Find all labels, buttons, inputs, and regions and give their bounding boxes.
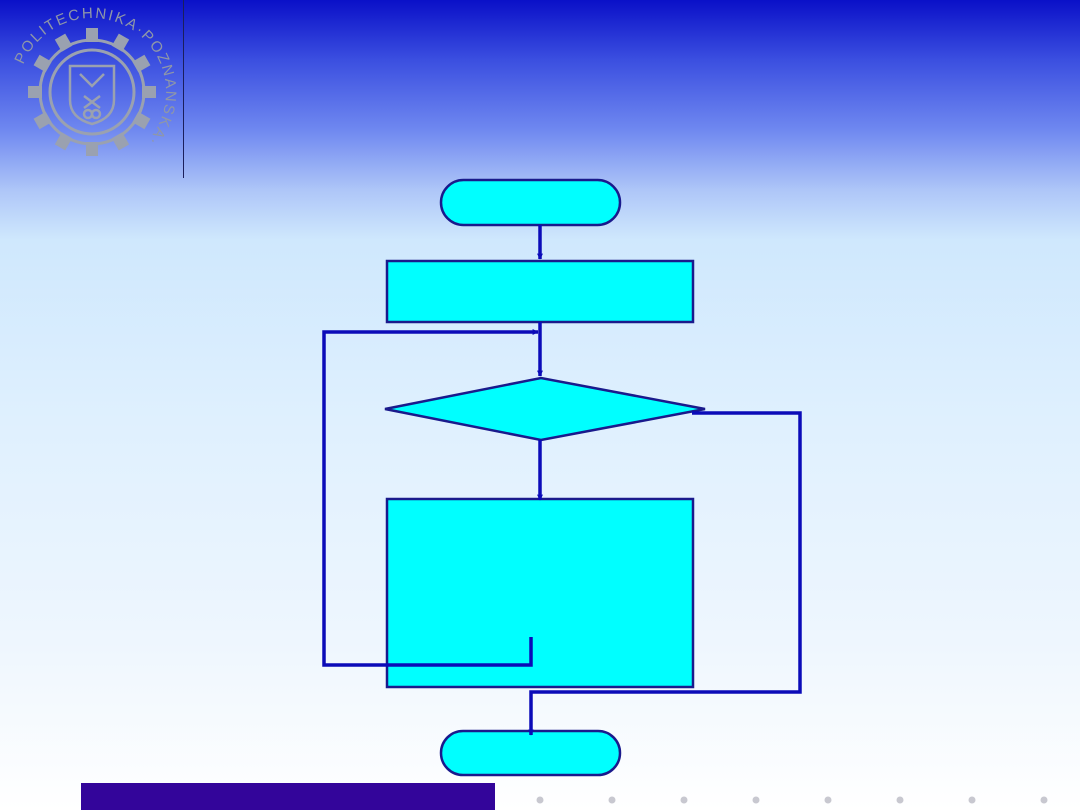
condition-decision — [384, 376, 706, 442]
logo-divider — [183, 0, 184, 178]
start-terminator — [439, 178, 622, 227]
end-terminator — [439, 729, 622, 777]
init-process-box — [385, 259, 695, 324]
footer-bar — [81, 783, 495, 810]
politechnika-poznanska-seal-icon: POLITECHNIKA·POZNANSKA· — [11, 5, 177, 156]
arrow-exit-to-end — [528, 411, 802, 736]
loop-body-box — [385, 497, 695, 689]
arrow-loop-back — [322, 329, 539, 667]
